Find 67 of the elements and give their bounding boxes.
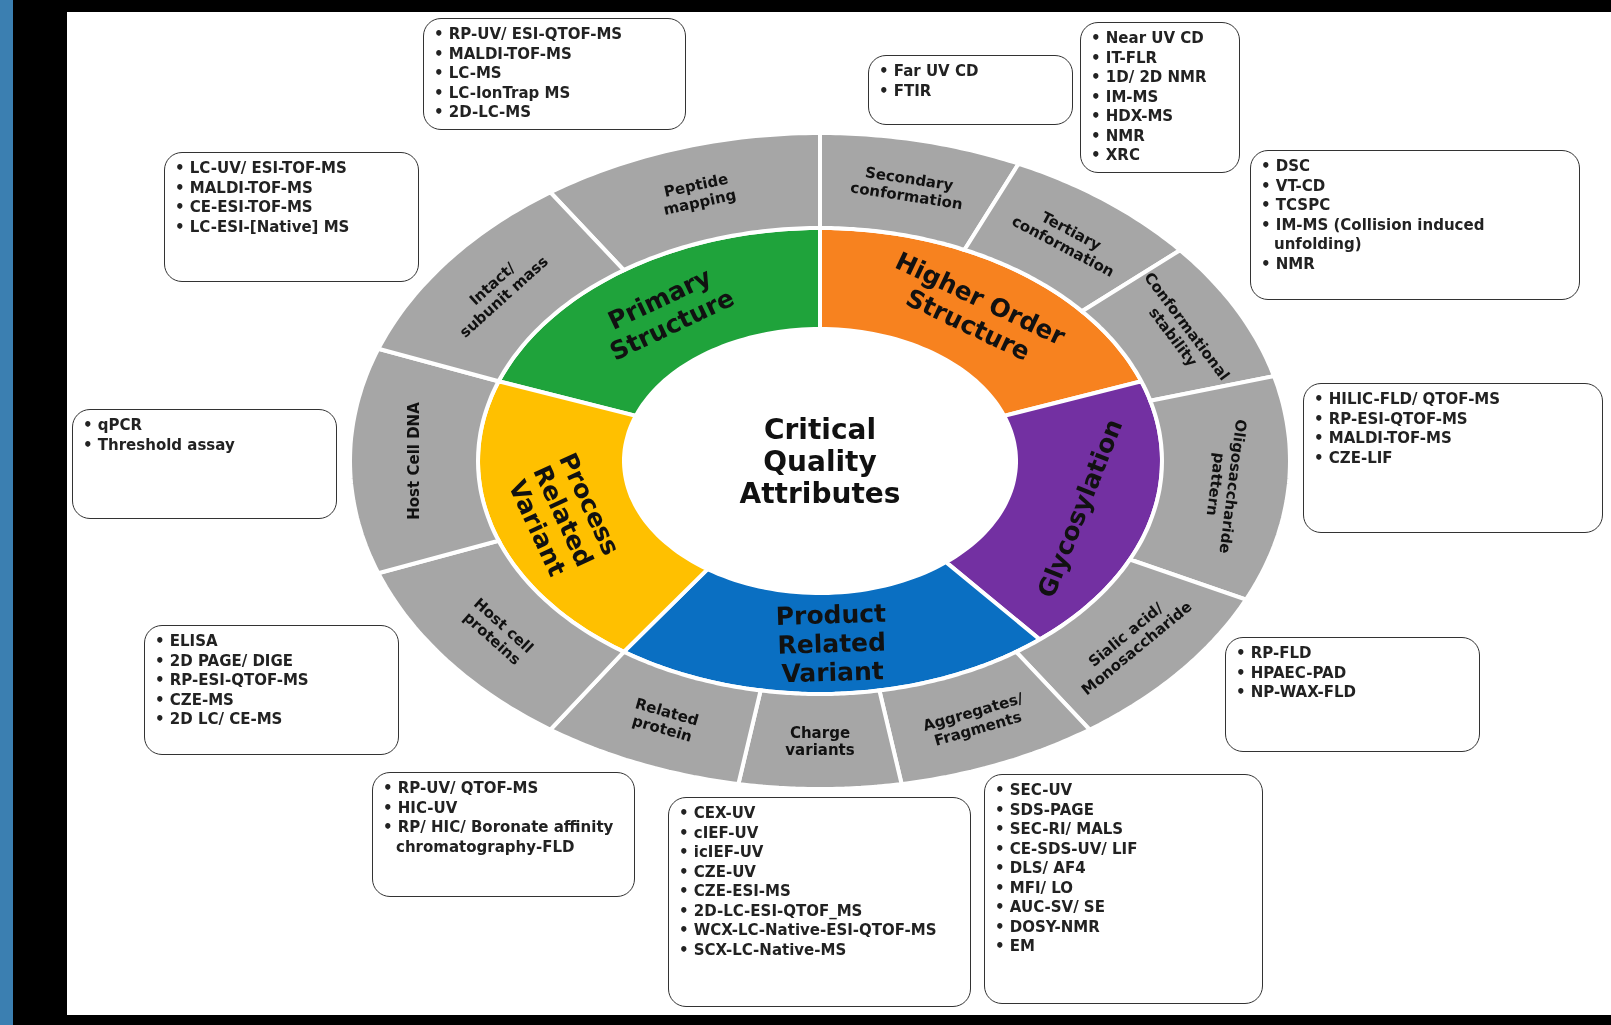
method-item: • VT-CD (1261, 176, 1327, 196)
center-label: Critical Quality Attributes (739, 412, 901, 510)
method-item: • MFI/ LO (995, 878, 1075, 898)
method-item: • RP-FLD (1236, 644, 1313, 664)
method-item: • IM-MS (1091, 87, 1160, 107)
method-box (144, 625, 399, 755)
method-item: • CZE-MS (155, 690, 235, 710)
method-item: • DLS/ AF4 (995, 859, 1087, 879)
method-item: • DSC (1261, 157, 1312, 177)
method-item: • EM (995, 937, 1036, 957)
method-box (1080, 22, 1240, 173)
method-item: • MALDI-TOF-MS (1314, 429, 1453, 449)
method-box (1303, 383, 1603, 533)
method-item: • SEC-RI/ MALS (995, 820, 1125, 840)
method-box (72, 409, 337, 519)
method-item: • SDS-PAGE (995, 800, 1095, 820)
method-box (1250, 150, 1580, 300)
method-box (164, 152, 419, 282)
method-item: • CZE-UV (679, 862, 757, 882)
method-item: • CZE-ESI-MS (679, 882, 792, 902)
method-item: • LC-UV/ ESI-TOF-MS (175, 159, 348, 179)
method-item: • RP/ HIC/ Boronate affinity chromatography-FLD (383, 818, 615, 857)
method-item: • HDX-MS (1091, 107, 1175, 127)
method-item: • Far UV CD (879, 62, 980, 82)
method-box (372, 772, 635, 897)
method-box (984, 774, 1263, 1004)
method-item: • WCX-LC-Native-ESI-QTOF-MS (679, 921, 938, 941)
method-item: • HIC-UV (383, 798, 459, 818)
method-item: • FTIR (879, 81, 933, 101)
method-item: • LC-ESI-[Native] MS (175, 217, 351, 237)
method-box (668, 797, 971, 1007)
method-item: • 2D PAGE/ DIGE (155, 651, 294, 671)
method-item: • HPAEC-PAD (1236, 663, 1348, 683)
method-item: • 2D-LC-MS (434, 103, 533, 123)
method-item: • TCSPC (1261, 196, 1332, 216)
method-item: • MALDI-TOF-MS (434, 44, 573, 64)
method-item: • cIEF-UV (679, 823, 760, 843)
method-item: • XRC (1091, 146, 1141, 166)
method-item: • NP-WAX-FLD (1236, 683, 1357, 703)
method-item: • RP-ESI-QTOF-MS (1314, 409, 1469, 429)
method-item: • 2D LC/ CE-MS (155, 710, 284, 730)
method-item: • RP-UV/ ESI-QTOF-MS (434, 25, 624, 45)
method-item: • RP-UV/ QTOF-MS (383, 779, 540, 799)
method-item: • IT-FLR (1091, 48, 1158, 68)
method-item: • NMR (1091, 126, 1146, 146)
method-item: • Threshold assay (83, 435, 236, 455)
method-item: • DOSY-NMR (995, 917, 1101, 937)
method-item: • ELISA (155, 632, 219, 652)
method-item: • LC-MS (434, 64, 503, 84)
method-item: • CE-ESI-TOF-MS (175, 198, 314, 218)
method-item: • MALDI-TOF-MS (175, 178, 314, 198)
method-item: • SCX-LC-Native-MS (679, 940, 848, 960)
method-item: • icIEF-UV (679, 843, 765, 863)
method-item: • CZE-LIF (1314, 448, 1394, 468)
method-box (423, 18, 686, 130)
method-item: • 1D/ 2D NMR (1091, 68, 1208, 88)
method-box (868, 55, 1073, 125)
method-item: • CEX-UV (679, 804, 757, 824)
method-item: • 2D-LC-ESI-QTOF_MS (679, 901, 864, 921)
method-item: • AUC-SV/ SE (995, 898, 1106, 918)
method-item: • LC-IonTrap MS (434, 83, 572, 103)
method-box (1225, 637, 1480, 752)
method-item: • qPCR (83, 416, 144, 436)
method-item: • CE-SDS-UV/ LIF (995, 839, 1139, 859)
method-item: • HILIC-FLD/ QTOF-MS (1314, 390, 1502, 410)
method-item: • RP-ESI-QTOF-MS (155, 671, 310, 691)
method-item: • Near UV CD (1091, 29, 1205, 49)
